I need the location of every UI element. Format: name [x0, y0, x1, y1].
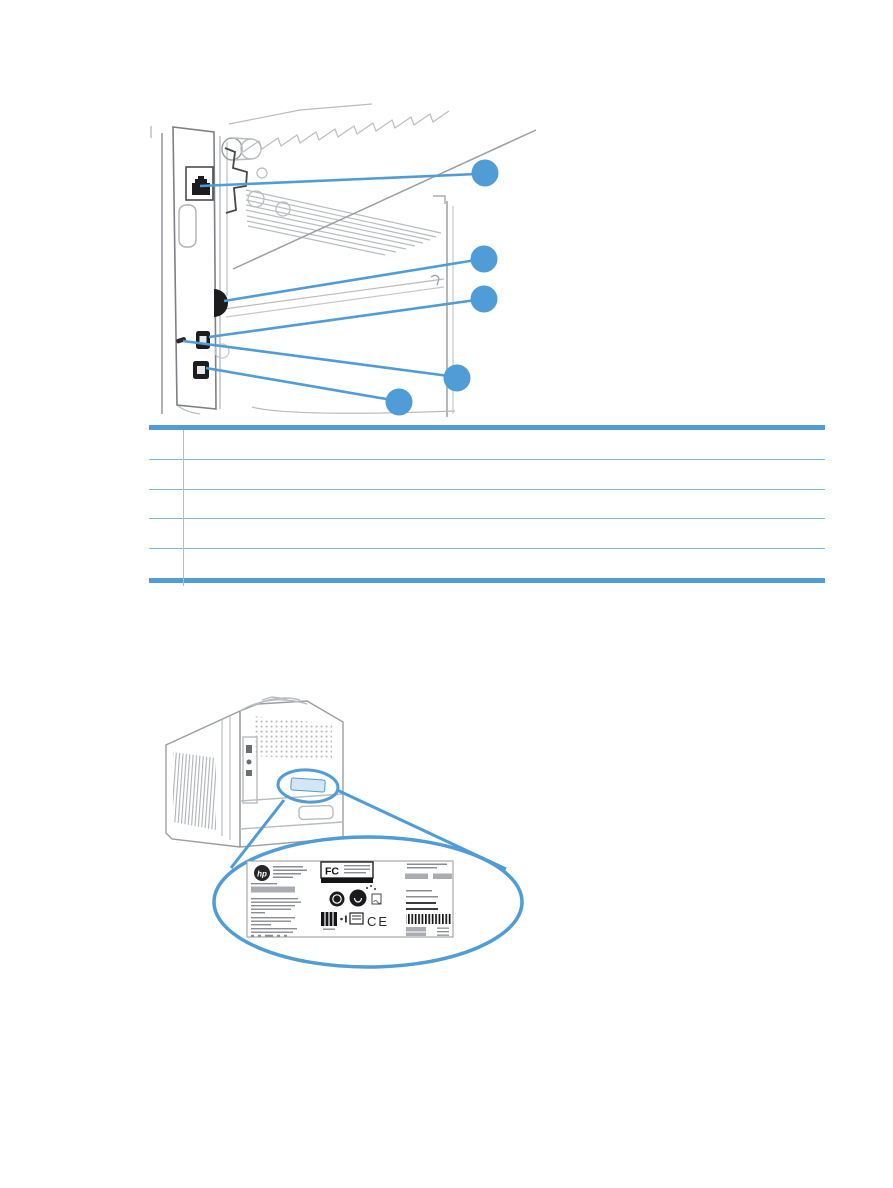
- table-row: [149, 460, 825, 490]
- fcc-logo-icon: FC: [320, 861, 374, 883]
- figure-serial-label-location: hp: [150, 690, 550, 980]
- table-cell-number: [149, 549, 183, 578]
- table-cell-number: [149, 430, 183, 459]
- table-row: [149, 430, 825, 460]
- table-cell-description: [183, 490, 825, 519]
- table-cell-description: [183, 549, 825, 578]
- redacted-bar: [406, 932, 426, 936]
- callout-marker-3: [470, 285, 498, 313]
- redacted-bar: [251, 886, 295, 893]
- security-lock-slot-icon: [176, 337, 187, 344]
- table-cell-description: [183, 519, 825, 548]
- callout-table: [149, 425, 825, 586]
- callout-line-2: [223, 258, 477, 303]
- certification-marks: [329, 885, 382, 907]
- callout-line-4: [182, 339, 450, 378]
- hp-logo-text: hp: [257, 870, 267, 879]
- callout-marker-4: [443, 364, 471, 392]
- barcode: [406, 914, 451, 924]
- figure-interface-ports: [140, 100, 560, 430]
- foreign-interface-port-icon: [214, 289, 228, 317]
- hp-logo-icon: [254, 865, 270, 881]
- table-cell-number: [149, 519, 183, 548]
- small-callout-oval: [276, 768, 340, 804]
- usb-device-port-icon: [196, 331, 210, 349]
- compliance-row: CE: [321, 912, 389, 930]
- regulatory-label: hp: [246, 860, 454, 938]
- interface-ports-line-art: [150, 103, 537, 417]
- serial-label-line-art: hp: [165, 696, 524, 969]
- table-top-rule: [149, 425, 825, 430]
- table-cell-number: [149, 490, 183, 519]
- callout-line-3: [208, 298, 477, 339]
- network-rj45-port-icon: [185, 166, 214, 201]
- callout-lines: [182, 172, 478, 402]
- callout-line-1: [199, 172, 478, 188]
- label-text-lines-right: [405, 863, 452, 936]
- callout-line-5: [205, 366, 393, 402]
- formatter-panel-art: [150, 126, 262, 414]
- table-cell-number: [149, 460, 183, 489]
- ce-mark-text: CE: [367, 914, 389, 929]
- label-highlight: [290, 777, 326, 793]
- label-text-lines-left: [251, 866, 307, 937]
- callout-marker-1: [471, 159, 499, 187]
- redacted-bar: [406, 927, 426, 932]
- callout-markers: [385, 159, 499, 416]
- redacted-bar: [433, 873, 452, 879]
- usb-host-port-icon: [193, 361, 209, 379]
- table-column-divider: [183, 430, 184, 586]
- table-row: [149, 549, 825, 578]
- fcc-logo-text: FC: [325, 866, 339, 878]
- table-row: [149, 490, 825, 520]
- table-bottom-rule: [149, 577, 825, 583]
- table-cell-description: [183, 430, 825, 459]
- table-cell-description: [183, 460, 825, 489]
- table-row: [149, 519, 825, 550]
- printer-rear-art: [165, 696, 344, 848]
- callout-marker-2: [470, 245, 498, 273]
- callout-marker-5: [385, 388, 413, 416]
- printer-pictogram: [349, 912, 364, 925]
- redacted-bar: [405, 873, 428, 879]
